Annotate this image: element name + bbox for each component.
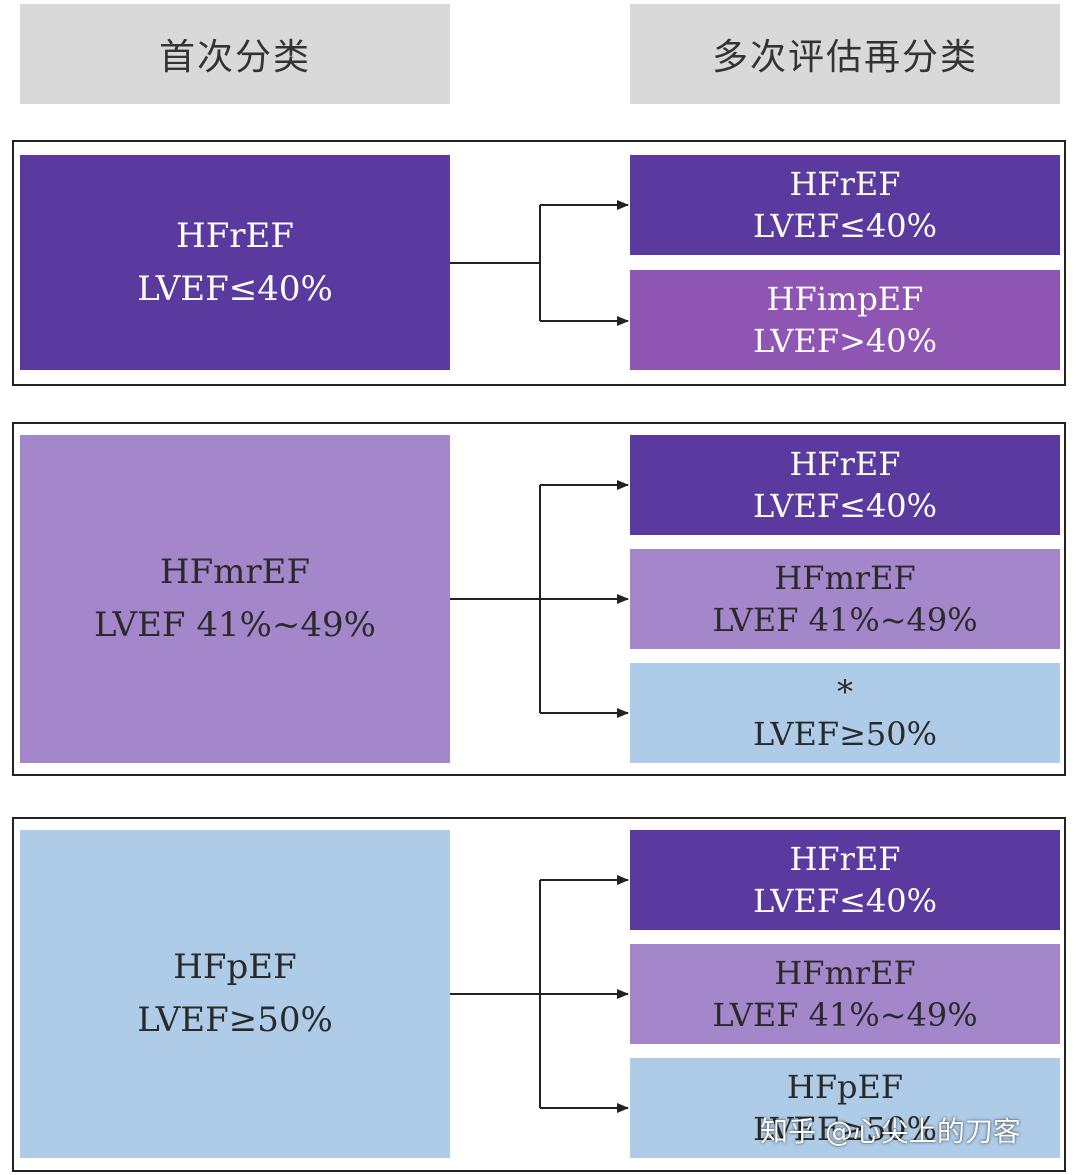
target-name: HFmrEF <box>774 953 916 992</box>
source-name: HFmrEF <box>159 552 311 593</box>
target-box-hfpef: HFpEF LVEF≥50% <box>630 1058 1060 1158</box>
target-box-hfref: HFrEF LVEF≤40% <box>630 435 1060 535</box>
target-name: HFrEF <box>789 839 901 878</box>
target-range: LVEF≥50% <box>752 715 938 753</box>
target-box-hfref: HFrEF LVEF≤40% <box>630 155 1060 255</box>
header-initial-classification: 首次分类 <box>20 4 450 104</box>
target-name: HFpEF <box>786 1067 904 1106</box>
target-range: LVEF≤40% <box>752 487 938 525</box>
target-box-hfimpef: HFimpEF LVEF>40% <box>630 270 1060 370</box>
source-range: LVEF 41%~49% <box>94 605 376 645</box>
target-name: * <box>837 672 853 711</box>
target-range: LVEF≥50% <box>752 1110 938 1148</box>
source-name: HFpEF <box>173 947 297 988</box>
source-name: HFrEF <box>176 215 294 256</box>
source-range: LVEF≤40% <box>137 268 333 309</box>
target-name: HFrEF <box>789 444 901 483</box>
target-name: HFmrEF <box>774 558 916 597</box>
target-range: LVEF 41%~49% <box>712 601 978 639</box>
source-box-hfmref: HFmrEF LVEF 41%~49% <box>20 435 450 763</box>
source-box-hfref: HFrEF LVEF≤40% <box>20 155 450 370</box>
target-range: LVEF 41%~49% <box>712 996 978 1034</box>
target-box-hfmref: HFmrEF LVEF 41%~49% <box>630 944 1060 1044</box>
header-reclassification: 多次评估再分类 <box>630 4 1060 104</box>
target-box-hfmref: HFmrEF LVEF 41%~49% <box>630 549 1060 649</box>
target-range: LVEF≤40% <box>752 207 938 245</box>
target-range: LVEF≤40% <box>752 882 938 920</box>
target-name: HFrEF <box>789 164 901 203</box>
source-box-hfpef: HFpEF LVEF≥50% <box>20 830 450 1158</box>
target-range: LVEF>40% <box>752 322 938 360</box>
target-box-hfref: HFrEF LVEF≤40% <box>630 830 1060 930</box>
target-box-improved: * LVEF≥50% <box>630 663 1060 763</box>
target-name: HFimpEF <box>766 279 924 318</box>
watermark: 知乎 @心尖上的刀客 <box>760 1115 1021 1148</box>
source-range: LVEF≥50% <box>137 1000 333 1040</box>
